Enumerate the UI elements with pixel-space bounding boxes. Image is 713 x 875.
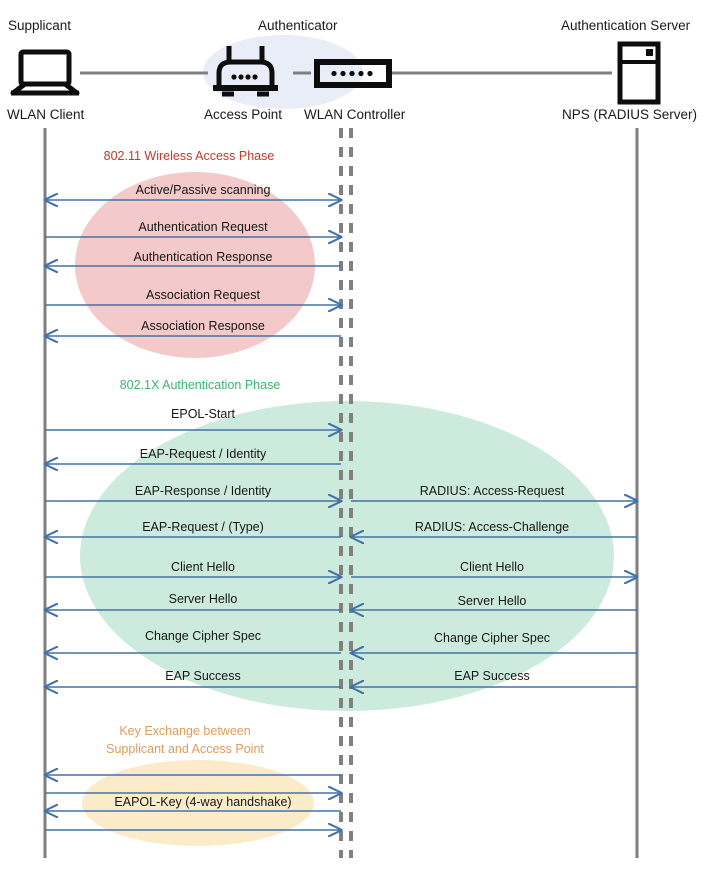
message-label: Server Hello [457,594,527,608]
message-label: Client Hello [460,560,524,574]
message-label: Active/Passive scanning [135,183,271,197]
message-label: Server Hello [168,592,238,606]
actor-name-wlan-client: WLAN Client [7,107,85,122]
message-label: Association Request [146,288,260,302]
message-label: EPOL-Start [171,407,235,421]
actor-role-authenticator: Authenticator [258,18,338,33]
server-icon [617,41,661,105]
actor-role-auth-server: Authentication Server [561,18,691,33]
message-label: EAP-Request / Identity [139,447,267,461]
message-label: Association Response [141,319,265,333]
actor-name-access-point: Access Point [204,107,283,122]
actor-name-wlan-controller: WLAN Controller [304,107,406,122]
message-label: EAPOL-Key (4-way handshake) [114,795,292,809]
phase-label-wireless-access: 802.11 Wireless Access Phase [103,149,275,163]
message-label: RADIUS: Access-Challenge [414,520,570,534]
arrow-group [45,200,637,830]
message-label: EAP Success [165,669,241,683]
message-label: Change Cipher Spec [433,631,551,645]
message-label: Client Hello [171,560,235,574]
message-label: EAP-Response / Identity [134,484,272,498]
actor-name-nps-radius-server: NPS (RADIUS Server) [562,107,698,122]
message-label: RADIUS: Access-Request [419,484,565,498]
message-label: EAP-Request / (Type) [142,520,264,534]
phase-label-dot1x-auth: 802.1X Authentication Phase [119,378,281,392]
wireless-router-icon [213,46,278,97]
laptop-icon [10,49,80,96]
phase-ellipse-wireless-access [75,172,315,358]
phase-ellipse-dot1x-auth [80,401,614,711]
message-label: Change Cipher Spec [144,629,262,643]
message-label: Authentication Response [133,250,273,264]
switch-icon [314,59,392,88]
phase-label-key-exchange: Key Exchange between Supplicant and Acce… [106,722,264,758]
phase-label-key-exchange-line1: Key Exchange between [119,724,251,738]
phase-label-key-exchange-line2: Supplicant and Access Point [106,742,264,756]
message-label: Authentication Request [138,220,268,234]
message-label: EAP Success [454,669,530,683]
actor-role-supplicant: Supplicant [8,18,72,33]
phase-ellipse-key-exchange [82,760,314,846]
